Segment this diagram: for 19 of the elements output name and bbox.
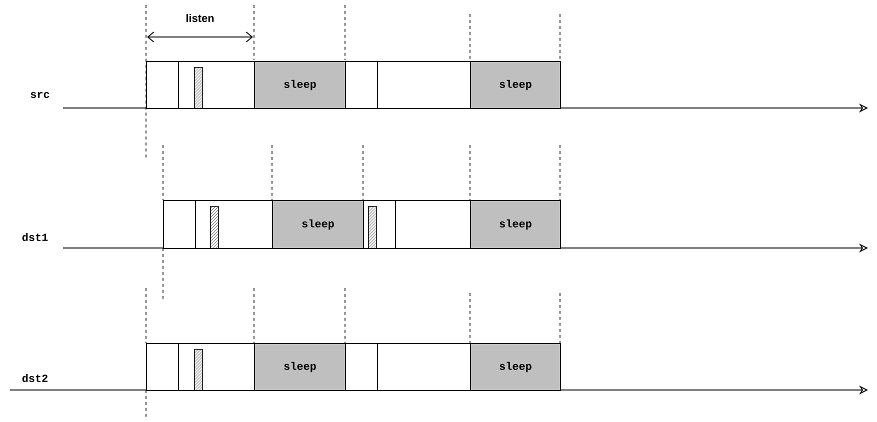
sleep-box: sleep bbox=[272, 200, 364, 249]
row-label: src bbox=[30, 92, 50, 98]
slot-box bbox=[146, 61, 179, 109]
slot-box bbox=[163, 200, 196, 249]
sleep-box: sleep bbox=[470, 343, 561, 391]
row-label: dst1 bbox=[22, 232, 48, 242]
dimension-label: listen bbox=[186, 14, 214, 22]
sleep-box: sleep bbox=[254, 61, 346, 109]
packet-bar bbox=[194, 349, 203, 391]
slot-box bbox=[345, 343, 378, 391]
sleep-box: sleep bbox=[470, 61, 561, 109]
row-label: dst2 bbox=[22, 374, 48, 382]
slot-box bbox=[345, 61, 378, 109]
sleep-box: sleep bbox=[470, 200, 561, 249]
packet-bar bbox=[194, 67, 203, 109]
sleep-box: sleep bbox=[254, 343, 346, 391]
packet-bar bbox=[368, 206, 377, 249]
slot-box bbox=[146, 343, 179, 391]
packet-bar bbox=[210, 206, 219, 249]
